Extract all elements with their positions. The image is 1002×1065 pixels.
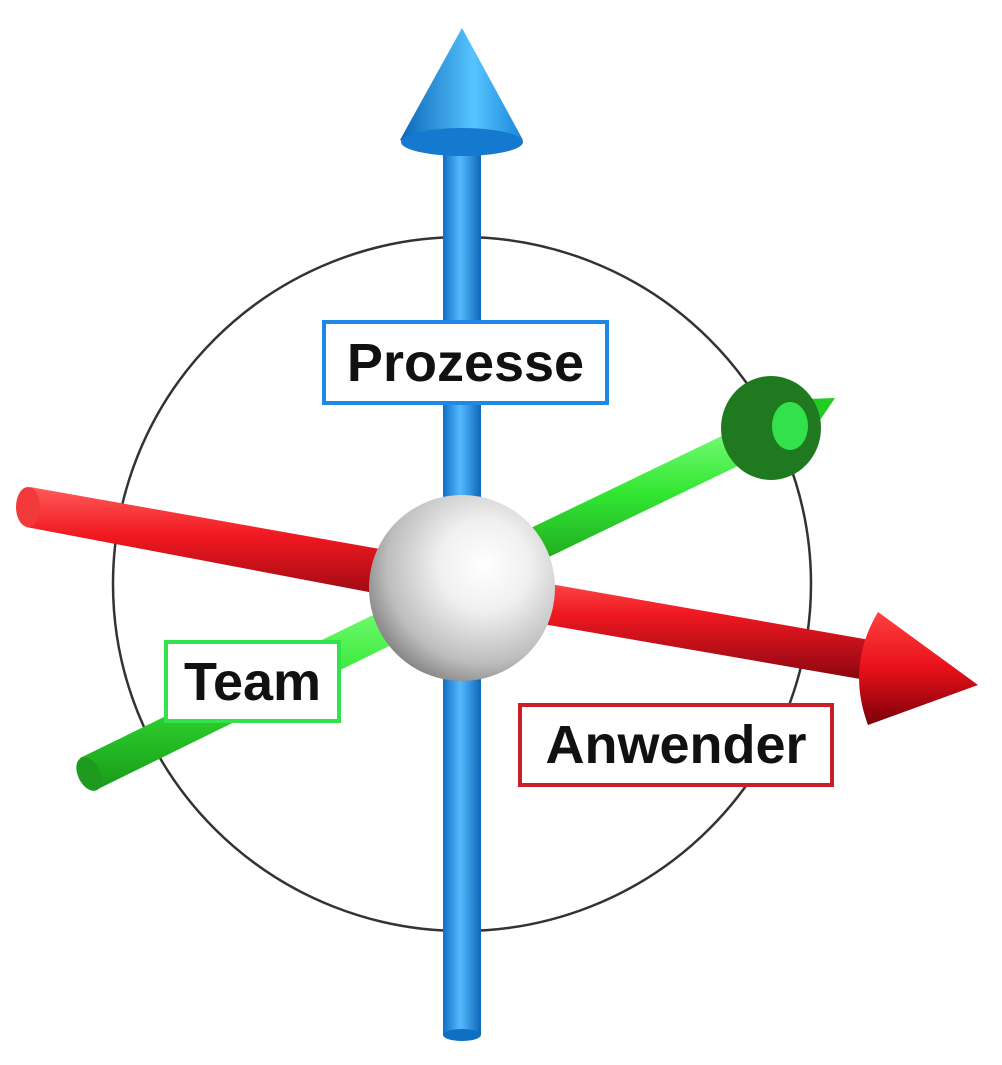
prozesse-axis [400, 28, 523, 1041]
anwender-label: Anwender [518, 703, 834, 787]
center-sphere [369, 495, 555, 681]
anwender-axis [16, 487, 978, 725]
prozesse-arrow-head [400, 28, 523, 155]
team-disc [721, 376, 821, 480]
prozesse-label: Prozesse [322, 320, 609, 405]
anwender-arrow-head [859, 612, 978, 725]
team-label: Team [164, 640, 341, 723]
